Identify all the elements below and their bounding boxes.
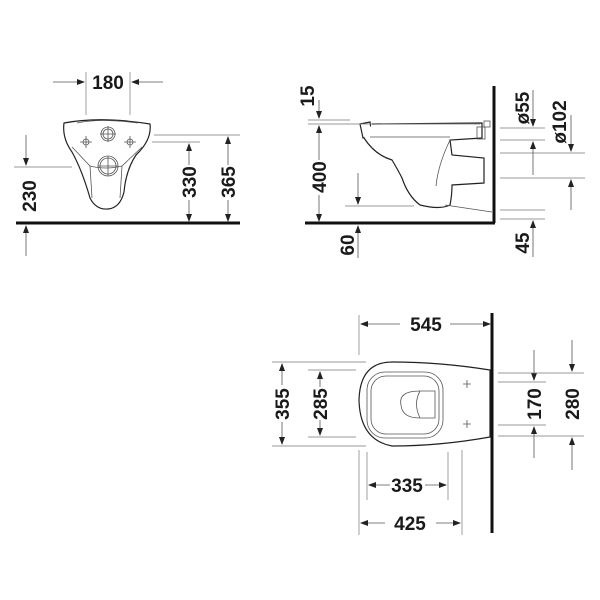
top-bowl-outline bbox=[358, 361, 491, 447]
dim-15: 15 bbox=[298, 85, 319, 107]
dim-60: 60 bbox=[338, 234, 359, 255]
dim-545: 545 bbox=[410, 315, 442, 336]
dim-o55: ø55 bbox=[513, 91, 534, 124]
dim-330: 330 bbox=[180, 166, 201, 198]
outlet-opening bbox=[400, 390, 436, 419]
dim-170: 170 bbox=[525, 388, 546, 420]
dim-355: 355 bbox=[273, 388, 294, 420]
dim-45: 45 bbox=[513, 232, 534, 254]
top-view: 545 355 285 335 425 170 bbox=[272, 313, 584, 535]
seat-outline bbox=[366, 371, 444, 439]
dim-o102: ø102 bbox=[550, 100, 571, 143]
front-bowl-outline bbox=[63, 119, 151, 210]
dim-230: 230 bbox=[20, 180, 41, 212]
dim-285: 285 bbox=[311, 388, 332, 420]
side-bowl-outline bbox=[363, 122, 485, 209]
dim-400: 400 bbox=[310, 161, 331, 193]
dim-335: 335 bbox=[391, 476, 423, 497]
bolt-marks bbox=[463, 380, 471, 428]
dim-180: 180 bbox=[92, 73, 124, 94]
dim-365: 365 bbox=[219, 166, 240, 198]
side-view: 15 400 60 ø55 ø102 45 bbox=[298, 85, 585, 258]
dim-280: 280 bbox=[563, 388, 584, 420]
front-view: 180 230 330 365 bbox=[14, 72, 240, 256]
dim-425: 425 bbox=[394, 514, 426, 535]
